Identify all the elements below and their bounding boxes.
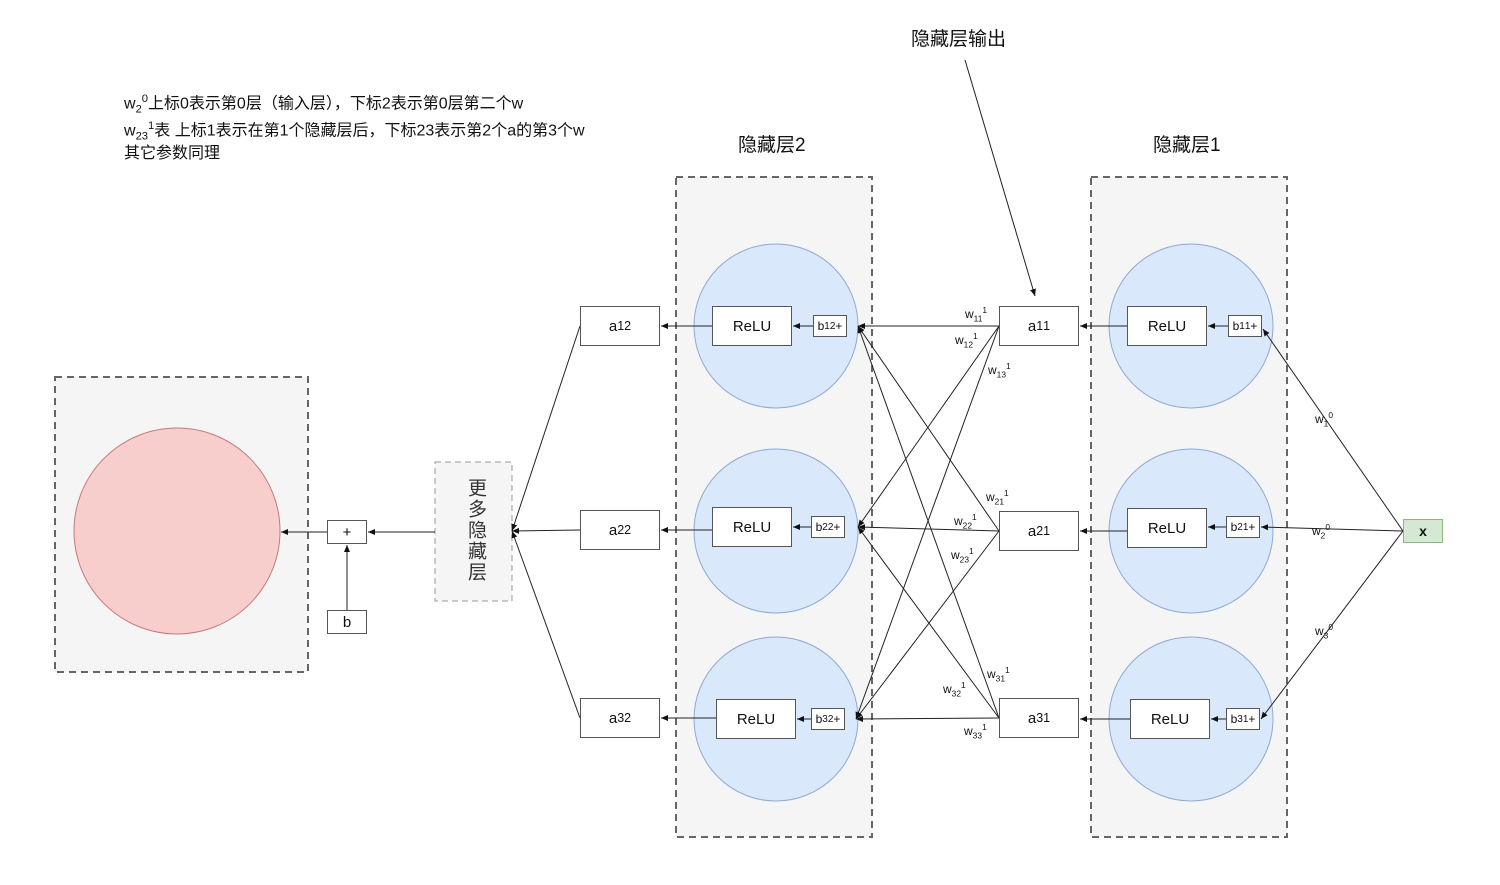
weight-label-w22-1: w221 bbox=[954, 512, 977, 531]
weight-label-w2-0: w20 bbox=[1312, 522, 1331, 541]
more-hidden-group bbox=[434, 461, 513, 602]
edge-a1-1-to-b2-2 bbox=[857, 325, 1000, 528]
edge-a1-1-to-b3-2 bbox=[855, 325, 1000, 720]
layer2-relu-1[interactable]: ReLU bbox=[712, 306, 792, 346]
more-hidden-layers-label: 更多隐藏层 bbox=[465, 478, 486, 583]
weight-label-w32-1: w321 bbox=[943, 680, 966, 699]
edge-a2-1-to-b2-2 bbox=[857, 524, 1000, 532]
sum-node[interactable]: + bbox=[327, 520, 367, 544]
weight-label-w13-1: w131 bbox=[988, 361, 1011, 380]
edge-x-to-b2-1 bbox=[1260, 524, 1404, 532]
edge-x-to-b3-1 bbox=[1260, 530, 1404, 720]
layer1-relu-2[interactable]: ReLU bbox=[1127, 508, 1207, 548]
layer1-relu-1[interactable]: ReLU bbox=[1127, 306, 1207, 346]
weight-label-w11-1: w111 bbox=[965, 305, 988, 324]
layer2-relu-2[interactable]: ReLU bbox=[712, 507, 792, 547]
weight-label-w23-1: w231 bbox=[951, 546, 974, 565]
edge-x-to-b1-1 bbox=[1262, 328, 1404, 532]
note-line-2: w231表 上标1表示在第1个隐藏层后，下标23表示第2个a的第3个w bbox=[124, 120, 585, 143]
edge-a2-1-to-b1-2 bbox=[857, 325, 1000, 532]
edge-a3-1-to-b2-2 bbox=[857, 526, 1000, 719]
weight-label-w3-0: w30 bbox=[1315, 622, 1334, 641]
edge-a3-1-to-b3-2 bbox=[855, 715, 1000, 722]
edge-a2-2-to-more bbox=[511, 527, 581, 534]
output-bias[interactable]: b bbox=[327, 610, 367, 634]
note-line-3: 其它参数同理 bbox=[124, 145, 221, 162]
input-x[interactable]: x bbox=[1403, 519, 1443, 543]
edge-a3-2-to-more bbox=[511, 530, 581, 719]
hidden-output-title: 隐藏层输出 bbox=[911, 29, 1007, 50]
weight-label-w12-1: w121 bbox=[955, 331, 978, 350]
layer1-relu-3[interactable]: ReLU bbox=[1130, 699, 1210, 739]
note-line-1: w20上标0表示第0层（输入层），下标2表示第0层第二个w bbox=[124, 93, 524, 116]
weight-label-w1-0: w10 bbox=[1315, 410, 1334, 429]
weight-label-w21-1: w211 bbox=[986, 488, 1009, 507]
hidden-layer-2-title: 隐藏层2 bbox=[738, 135, 806, 156]
edge-a2-1-to-b3-2 bbox=[855, 530, 1000, 720]
edge-a1-2-to-more bbox=[511, 325, 581, 532]
edge-hidden-output-pointer bbox=[964, 59, 1036, 297]
hidden-layer-1-title: 隐藏层1 bbox=[1153, 135, 1221, 156]
weight-label-w33-1: w331 bbox=[964, 722, 987, 741]
output-neuron bbox=[73, 427, 281, 635]
weight-label-w31-1: w311 bbox=[987, 665, 1010, 684]
layer2-relu-3[interactable]: ReLU bbox=[716, 699, 796, 739]
edge-a3-1-to-b1-2 bbox=[857, 325, 1000, 719]
